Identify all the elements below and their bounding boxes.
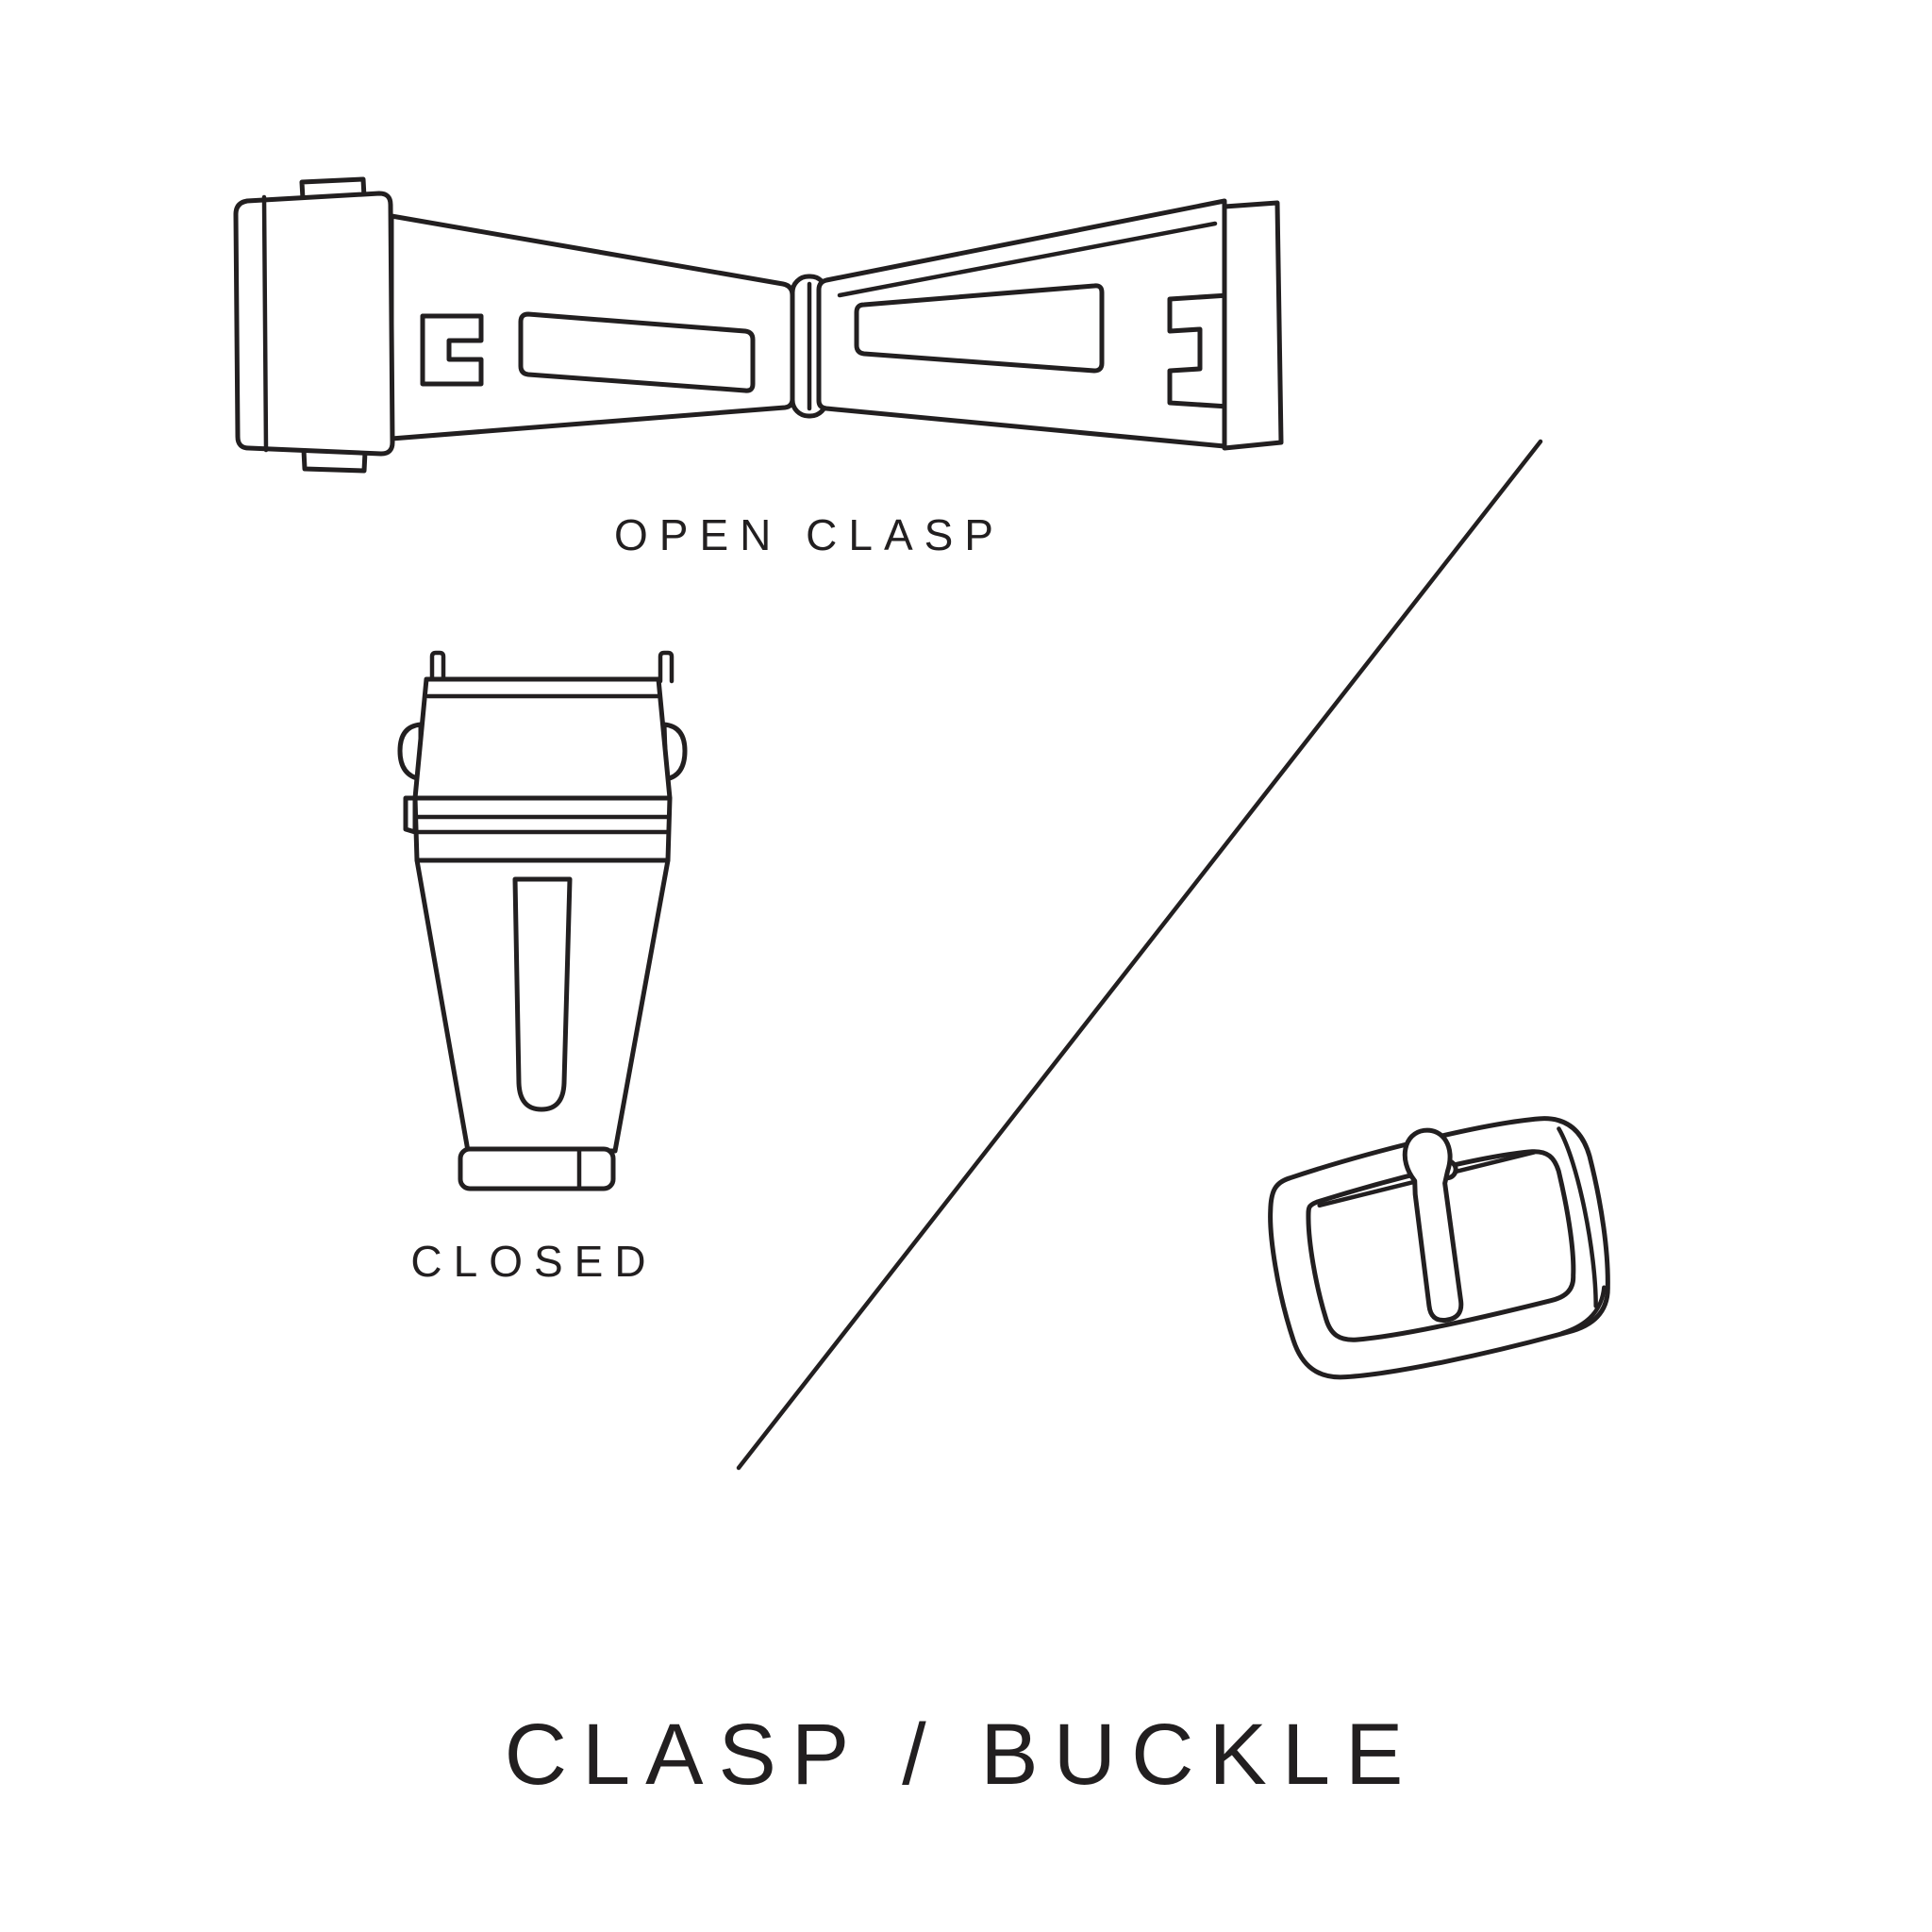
pin-buckle-illustration (1268, 1116, 1610, 1380)
open-clasp-right-arm (816, 198, 1284, 451)
closed-clasp-illustration (397, 650, 688, 1191)
closed-clasp-band (403, 795, 673, 863)
buckle-tongue (1402, 1127, 1464, 1323)
open-clasp-illustration (233, 176, 1284, 474)
open-clasp-label: OPEN CLASP (614, 510, 1005, 559)
closed-clasp-prongs (429, 650, 675, 684)
open-clasp-end-link (233, 176, 395, 474)
clasp-hook-notch (420, 313, 484, 387)
closed-clasp-label: CLOSED (410, 1237, 658, 1286)
closed-clasp-body (414, 858, 671, 1154)
page-title: CLASP / BUCKLE (504, 1707, 1419, 1803)
closed-clasp-bottom-cap (458, 1146, 616, 1191)
clasp-end-plate (1222, 200, 1284, 451)
clasp-slot (512, 876, 573, 1112)
closed-clasp-ears (397, 722, 688, 782)
open-clasp-left-arm (389, 213, 795, 441)
